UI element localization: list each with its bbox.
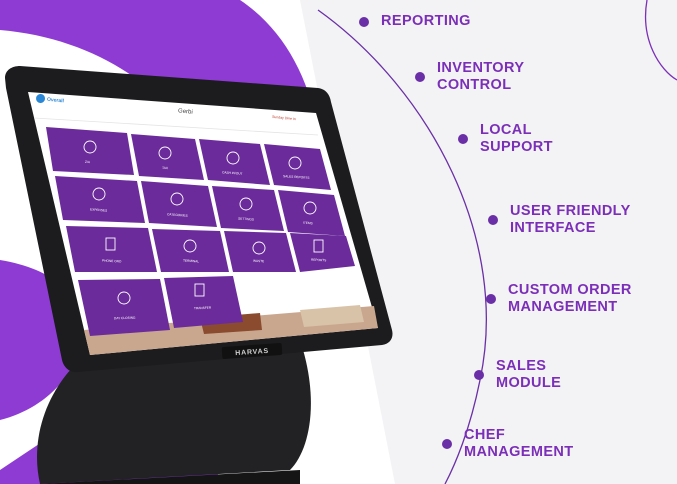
tile xyxy=(212,186,284,231)
feature-reporting: REPORTING xyxy=(359,13,471,30)
table-icon xyxy=(83,140,97,154)
tile-grid xyxy=(46,127,355,336)
tile-icons xyxy=(83,140,324,305)
brand-plate xyxy=(221,343,283,359)
bullet-dot xyxy=(458,134,468,144)
tile xyxy=(290,233,355,272)
tile xyxy=(224,231,296,272)
gear-icon xyxy=(117,291,131,305)
dollar-icon xyxy=(92,187,106,201)
feature-label: SALES MODULE xyxy=(496,358,562,391)
bullet-dot xyxy=(486,294,496,304)
bullet-dot xyxy=(474,370,484,380)
tile xyxy=(264,144,331,190)
report-icon xyxy=(288,156,302,170)
feature-label: LOCAL SUPPORT xyxy=(480,122,553,155)
feature-custom-order-management: CUSTOM ORDER MANAGEMENT xyxy=(486,282,632,316)
tile xyxy=(164,276,243,328)
tile xyxy=(199,139,270,185)
brand-logo: HARVAS xyxy=(235,348,269,357)
receipt-icon xyxy=(194,283,205,297)
feature-sales-module: SALES MODULE xyxy=(474,358,561,392)
gear-icon xyxy=(252,241,266,255)
cash-icon xyxy=(226,151,240,165)
tile xyxy=(78,279,170,336)
tile xyxy=(278,190,345,236)
feature-inventory-control: INVENTORY CONTROL xyxy=(415,60,524,94)
feature-chef-management: CHEF MANAGEMENT xyxy=(442,427,574,461)
bullet-dot xyxy=(488,215,498,225)
tile xyxy=(131,134,204,180)
feature-arc xyxy=(317,9,487,484)
percent-icon xyxy=(158,146,172,160)
tile xyxy=(141,181,217,227)
feature-label: CHEF MANAGEMENT xyxy=(464,427,574,460)
feature-user-friendly-interface: USER FRIENDLY INTERFACE xyxy=(488,203,631,237)
tile xyxy=(66,226,157,272)
gear-icon xyxy=(183,239,197,253)
gear-icon xyxy=(170,192,184,206)
bullet-dot xyxy=(415,72,425,82)
feature-label: USER FRIENDLY INTERFACE xyxy=(510,203,631,236)
bullet-dot xyxy=(442,439,452,449)
feature-local-support: LOCAL SUPPORT xyxy=(458,122,553,156)
bullet-dot xyxy=(359,16,369,27)
tile xyxy=(152,229,229,272)
feature-label: INVENTORY CONTROL xyxy=(437,60,525,93)
gear-icon xyxy=(239,197,253,211)
receipt-icon xyxy=(105,237,116,251)
receipt-icon xyxy=(313,239,324,253)
monitor-stand xyxy=(37,340,311,484)
gear-icon xyxy=(303,201,317,215)
tile xyxy=(46,127,134,175)
feature-label: REPORTING xyxy=(381,13,471,29)
feature-label: CUSTOM ORDER MANAGEMENT xyxy=(508,282,632,315)
